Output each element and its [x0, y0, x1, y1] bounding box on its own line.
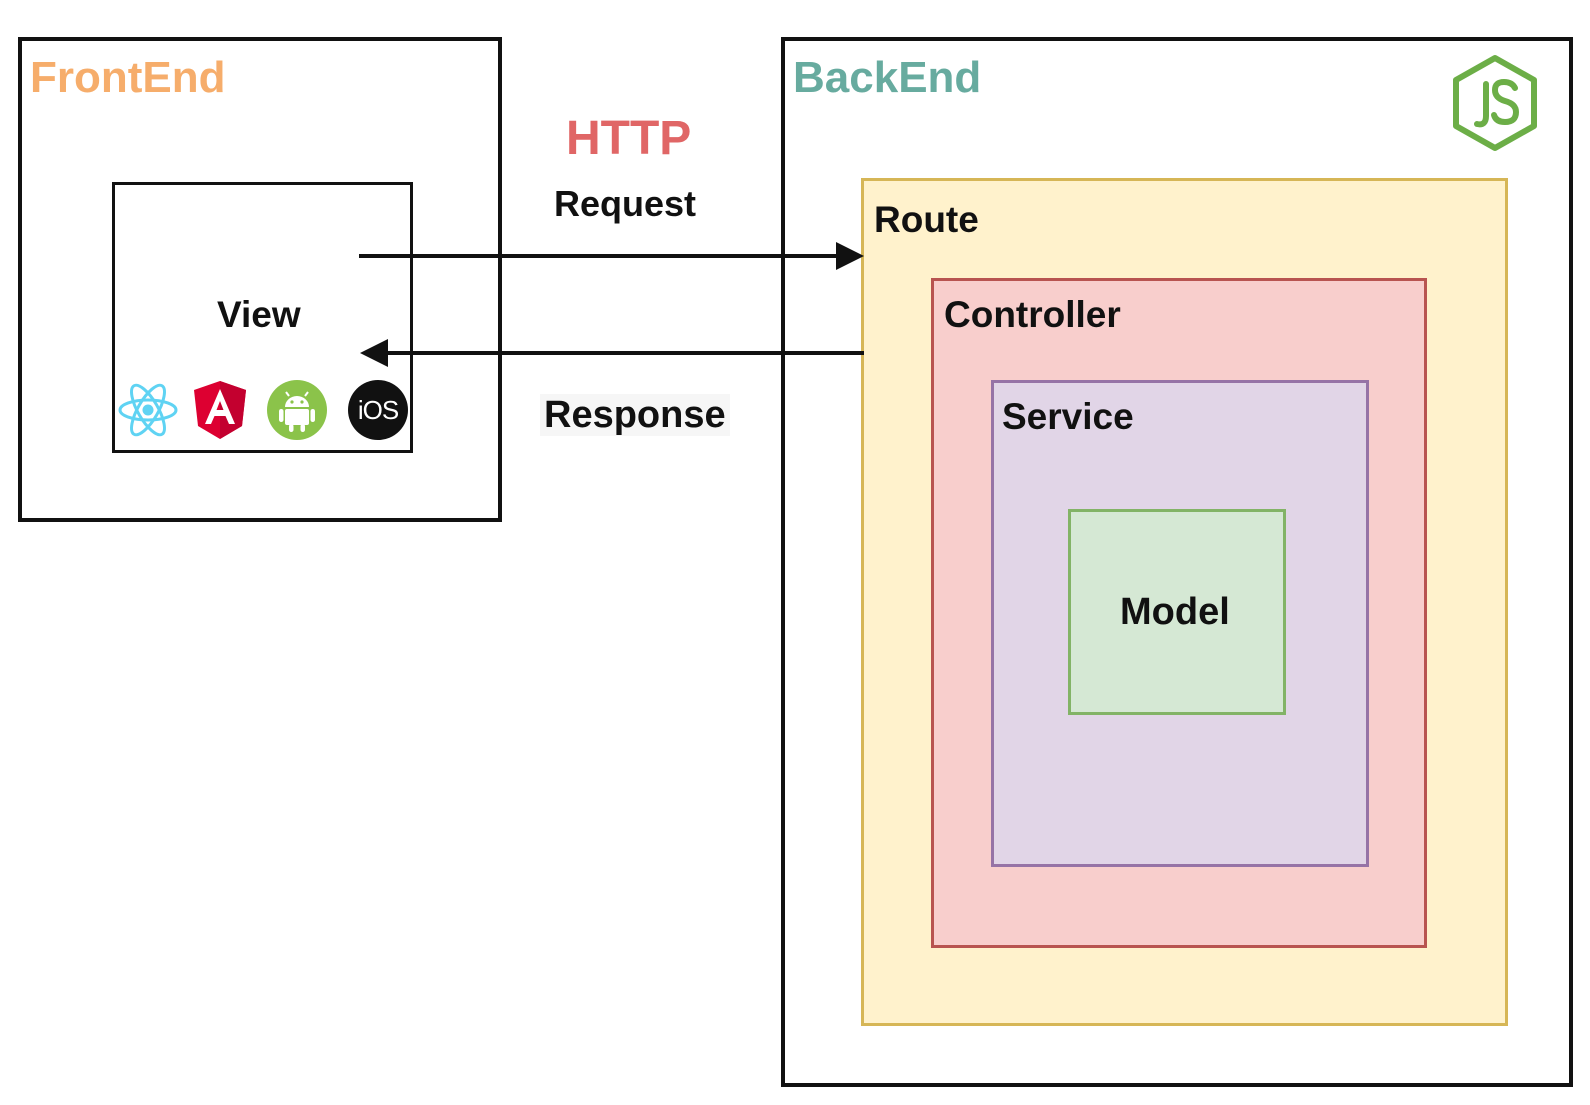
android-icon [267, 380, 327, 440]
backend-title: BackEnd [793, 53, 982, 102]
angular-icon [194, 381, 246, 439]
service-label: Service [1002, 396, 1134, 437]
route-label: Route [874, 199, 979, 240]
react-icon [118, 383, 178, 437]
request-arrow [359, 242, 864, 270]
http-protocol-label: HTTP [566, 112, 692, 165]
view-label: View [217, 294, 301, 335]
nodejs-icon [1453, 55, 1537, 151]
response-arrow [360, 339, 864, 367]
ios-icon-text: iOS [357, 395, 399, 425]
ios-icon: iOS [348, 380, 408, 440]
model-label: Model [1120, 591, 1230, 633]
request-label: Request [554, 183, 697, 224]
ios-icon-disc [348, 380, 408, 440]
response-label: Response [540, 394, 730, 436]
frontend-title: FrontEnd [30, 53, 226, 102]
model-layer-box [1068, 509, 1286, 715]
controller-label: Controller [944, 294, 1121, 335]
